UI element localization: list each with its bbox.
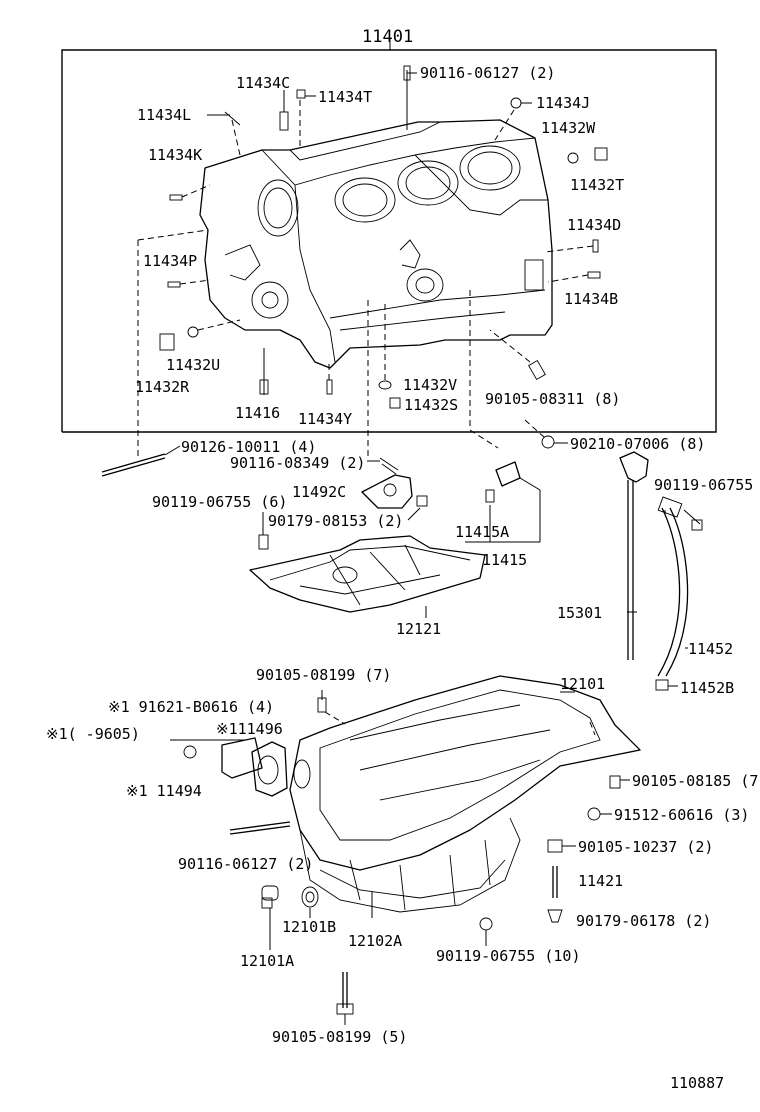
label-12121: 12121 bbox=[396, 620, 441, 638]
label-90105-08185: 90105-08185 (7) bbox=[632, 772, 760, 790]
oil-pan bbox=[289, 675, 641, 913]
label-12101A: 12101A bbox=[240, 952, 294, 970]
label-11452B: 11452B bbox=[680, 679, 734, 697]
oil-pan-baffle bbox=[249, 535, 486, 618]
label-11401: 11401 bbox=[362, 27, 413, 47]
oil-pan-small-parts bbox=[170, 737, 630, 1025]
label-90126-10011: 90126-10011 (4) bbox=[181, 438, 316, 456]
label-90116-06127-b: 90116-06127 (2) bbox=[178, 855, 313, 873]
label-11432R: 11432R bbox=[135, 378, 190, 396]
label-90105-10237: 90105-10237 (2) bbox=[578, 838, 713, 856]
label-91621-B0616: ※1 91621-B0616 (4) bbox=[108, 698, 274, 716]
label-11434C: 11434C bbox=[236, 74, 290, 92]
label-11432T: 11432T bbox=[570, 176, 624, 194]
label-90105-08199-5: 90105-08199 (5) bbox=[272, 1028, 407, 1046]
label-11434Y: 11434Y bbox=[298, 410, 352, 428]
label-11434P: 11434P bbox=[143, 252, 197, 270]
label-11434K: 11434K bbox=[148, 146, 202, 164]
label-111496: ※111496 bbox=[216, 720, 283, 738]
label-11432W: 11432W bbox=[541, 119, 596, 137]
part-number-labels: 11401 90116-06127 (2) 11434C 11434T 1143… bbox=[46, 27, 760, 1092]
label-11434L: 11434L bbox=[137, 106, 191, 124]
label-90119-06755-10: 90119-06755 (10) bbox=[436, 947, 581, 965]
label-11415A: 11415A bbox=[455, 523, 509, 541]
middle-parts bbox=[101, 435, 703, 691]
label-90119-06755-a: 90119-06755 bbox=[654, 476, 753, 494]
label-12102A: 12102A bbox=[348, 932, 402, 950]
label-90105-08199-7: 90105-08199 (7) bbox=[256, 666, 391, 684]
label-15301: 15301 bbox=[557, 604, 602, 622]
label-91512-60616: 91512-60616 (3) bbox=[614, 806, 749, 824]
label-11415: 11415 bbox=[482, 551, 527, 569]
label-110887: 110887 bbox=[670, 1074, 724, 1092]
label-11432S: 11432S bbox=[404, 396, 458, 414]
label-11432V: 11432V bbox=[403, 376, 457, 394]
label-11452: 11452 bbox=[688, 640, 733, 658]
label-11434T: 11434T bbox=[318, 88, 372, 106]
label-11492C: 11492C bbox=[292, 483, 346, 501]
label-90119-06755-6: 90119-06755 (6) bbox=[152, 493, 287, 511]
label-90210-07006: 90210-07006 (8) bbox=[570, 435, 705, 453]
block-leader-lines bbox=[137, 65, 608, 460]
label-90179-06178: 90179-06178 (2) bbox=[576, 912, 711, 930]
label-11421: 11421 bbox=[578, 872, 623, 890]
label-90105-08311: 90105-08311 (8) bbox=[485, 390, 620, 408]
label-90179-08153: 90179-08153 (2) bbox=[268, 512, 403, 530]
label-11434J: 11434J bbox=[536, 94, 590, 112]
label-90116-08349: 90116-08349 (2) bbox=[230, 454, 365, 472]
label-11494: ※1 11494 bbox=[126, 782, 202, 800]
cylinder-block-frame bbox=[61, 38, 717, 433]
label-11432U: 11432U bbox=[166, 356, 220, 374]
label-9605: ※1( -9605) bbox=[46, 725, 140, 743]
cylinder-block bbox=[199, 119, 553, 369]
label-12101B: 12101B bbox=[282, 918, 336, 936]
label-11434B: 11434B bbox=[564, 290, 618, 308]
label-12101: 12101 bbox=[560, 675, 605, 693]
label-90116-06127-a: 90116-06127 (2) bbox=[420, 64, 555, 82]
label-11416: 11416 bbox=[235, 404, 280, 422]
label-11434D: 11434D bbox=[567, 216, 621, 234]
